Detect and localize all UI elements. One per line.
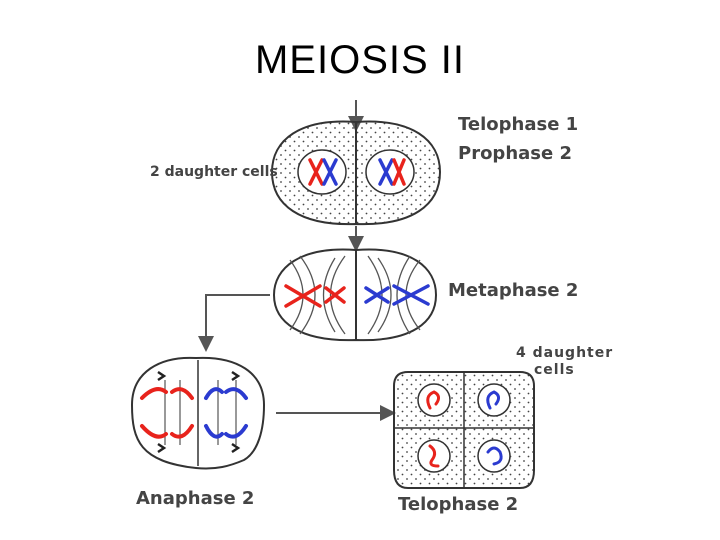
label-4-daughter-line2: cells <box>534 362 575 378</box>
label-metaphase2: Metaphase 2 <box>448 280 579 301</box>
telophase2-cells <box>393 371 535 489</box>
label-telophase2: Telophase 2 <box>398 494 519 515</box>
metaphase2-cells <box>272 248 438 342</box>
telophase1-cells <box>270 120 442 226</box>
arrow-to-anaphase <box>198 294 270 352</box>
page-title: MEIOSIS II <box>254 38 466 82</box>
label-prophase2: Prophase 2 <box>458 143 572 164</box>
anaphase2-cells <box>130 356 266 470</box>
label-anaphase2: Anaphase 2 <box>136 488 255 509</box>
label-telophase1: Telophase 1 <box>458 114 579 135</box>
label-4-daughter-line1: 4 daughter <box>516 345 614 361</box>
label-2-daughter-cells: 2 daughter cells <box>150 164 278 180</box>
